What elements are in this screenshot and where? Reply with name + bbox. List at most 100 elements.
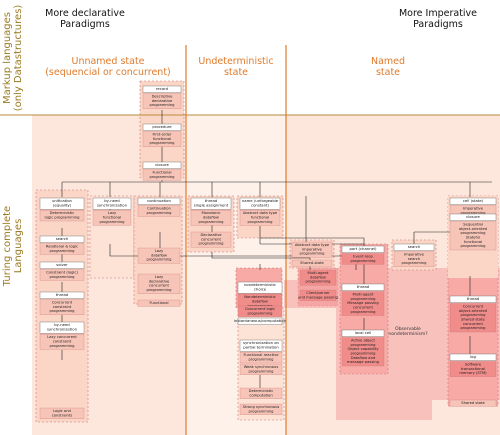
concept-label-bg xyxy=(92,197,132,210)
concept-box-shared_state: Shared state xyxy=(449,399,497,407)
concept-label: cell (state) xyxy=(463,198,484,203)
concept-label-bg xyxy=(449,197,497,205)
divider-lines xyxy=(0,45,500,435)
paradigm-bg xyxy=(142,93,182,109)
paradigm-bg xyxy=(137,299,181,307)
axis-labels: Markup languages(only Datastructures) Tu… xyxy=(2,5,24,288)
concept-label-bg xyxy=(393,243,435,251)
paradigm-bg xyxy=(393,251,435,267)
paradigm-bg xyxy=(39,299,85,315)
concept-label-bg xyxy=(39,261,85,269)
concept-label-bg xyxy=(239,197,281,210)
concept-label-bg xyxy=(449,295,497,303)
paradigm-bg xyxy=(137,273,181,294)
paradigm-bg xyxy=(190,231,232,248)
concept-label: port (channel) xyxy=(350,246,377,251)
paradigm-bg xyxy=(39,269,85,281)
concept-label: unification(equality) xyxy=(52,198,73,207)
paradigm-bg xyxy=(449,399,497,407)
concept-label: search xyxy=(56,236,69,241)
concept-label-bg xyxy=(142,161,182,169)
concept-label-bg xyxy=(39,235,85,243)
paradigm-bg xyxy=(239,210,281,226)
paradigm-label: Shared state xyxy=(461,401,485,405)
concept-label-bg xyxy=(39,197,85,210)
concept-label-bg xyxy=(239,339,283,352)
paradigm-bg xyxy=(239,363,283,375)
paradigm-bg xyxy=(39,334,85,350)
concept-label: thread xyxy=(467,296,480,301)
concept-label-bg xyxy=(449,213,497,221)
concept-label-bg xyxy=(237,317,283,325)
paradigm-bg xyxy=(137,247,181,264)
paradigm-bg xyxy=(341,291,385,316)
paradigm-bg xyxy=(142,131,182,147)
header-unnamed-state: Unnamed state(sequencial or concurrent) xyxy=(45,56,171,78)
paradigm-bg xyxy=(299,289,337,301)
paradigm-bg xyxy=(449,361,497,377)
concept-label-bg xyxy=(449,353,497,361)
connector-lines xyxy=(61,110,492,392)
concept-label-bg xyxy=(39,291,85,299)
paradigm-label: Shared-state xyxy=(300,261,324,265)
paradigm-bg xyxy=(341,337,385,367)
paradigm-bg xyxy=(239,352,283,364)
concept-label-bg xyxy=(137,197,181,205)
paradigm-bg xyxy=(449,303,497,333)
concept-label: search xyxy=(408,244,421,249)
concept-box-shared: Shared-state xyxy=(291,259,333,267)
paradigm-bg xyxy=(291,241,333,258)
concept-label: closure xyxy=(155,162,169,167)
paradigm-bg xyxy=(239,387,283,399)
